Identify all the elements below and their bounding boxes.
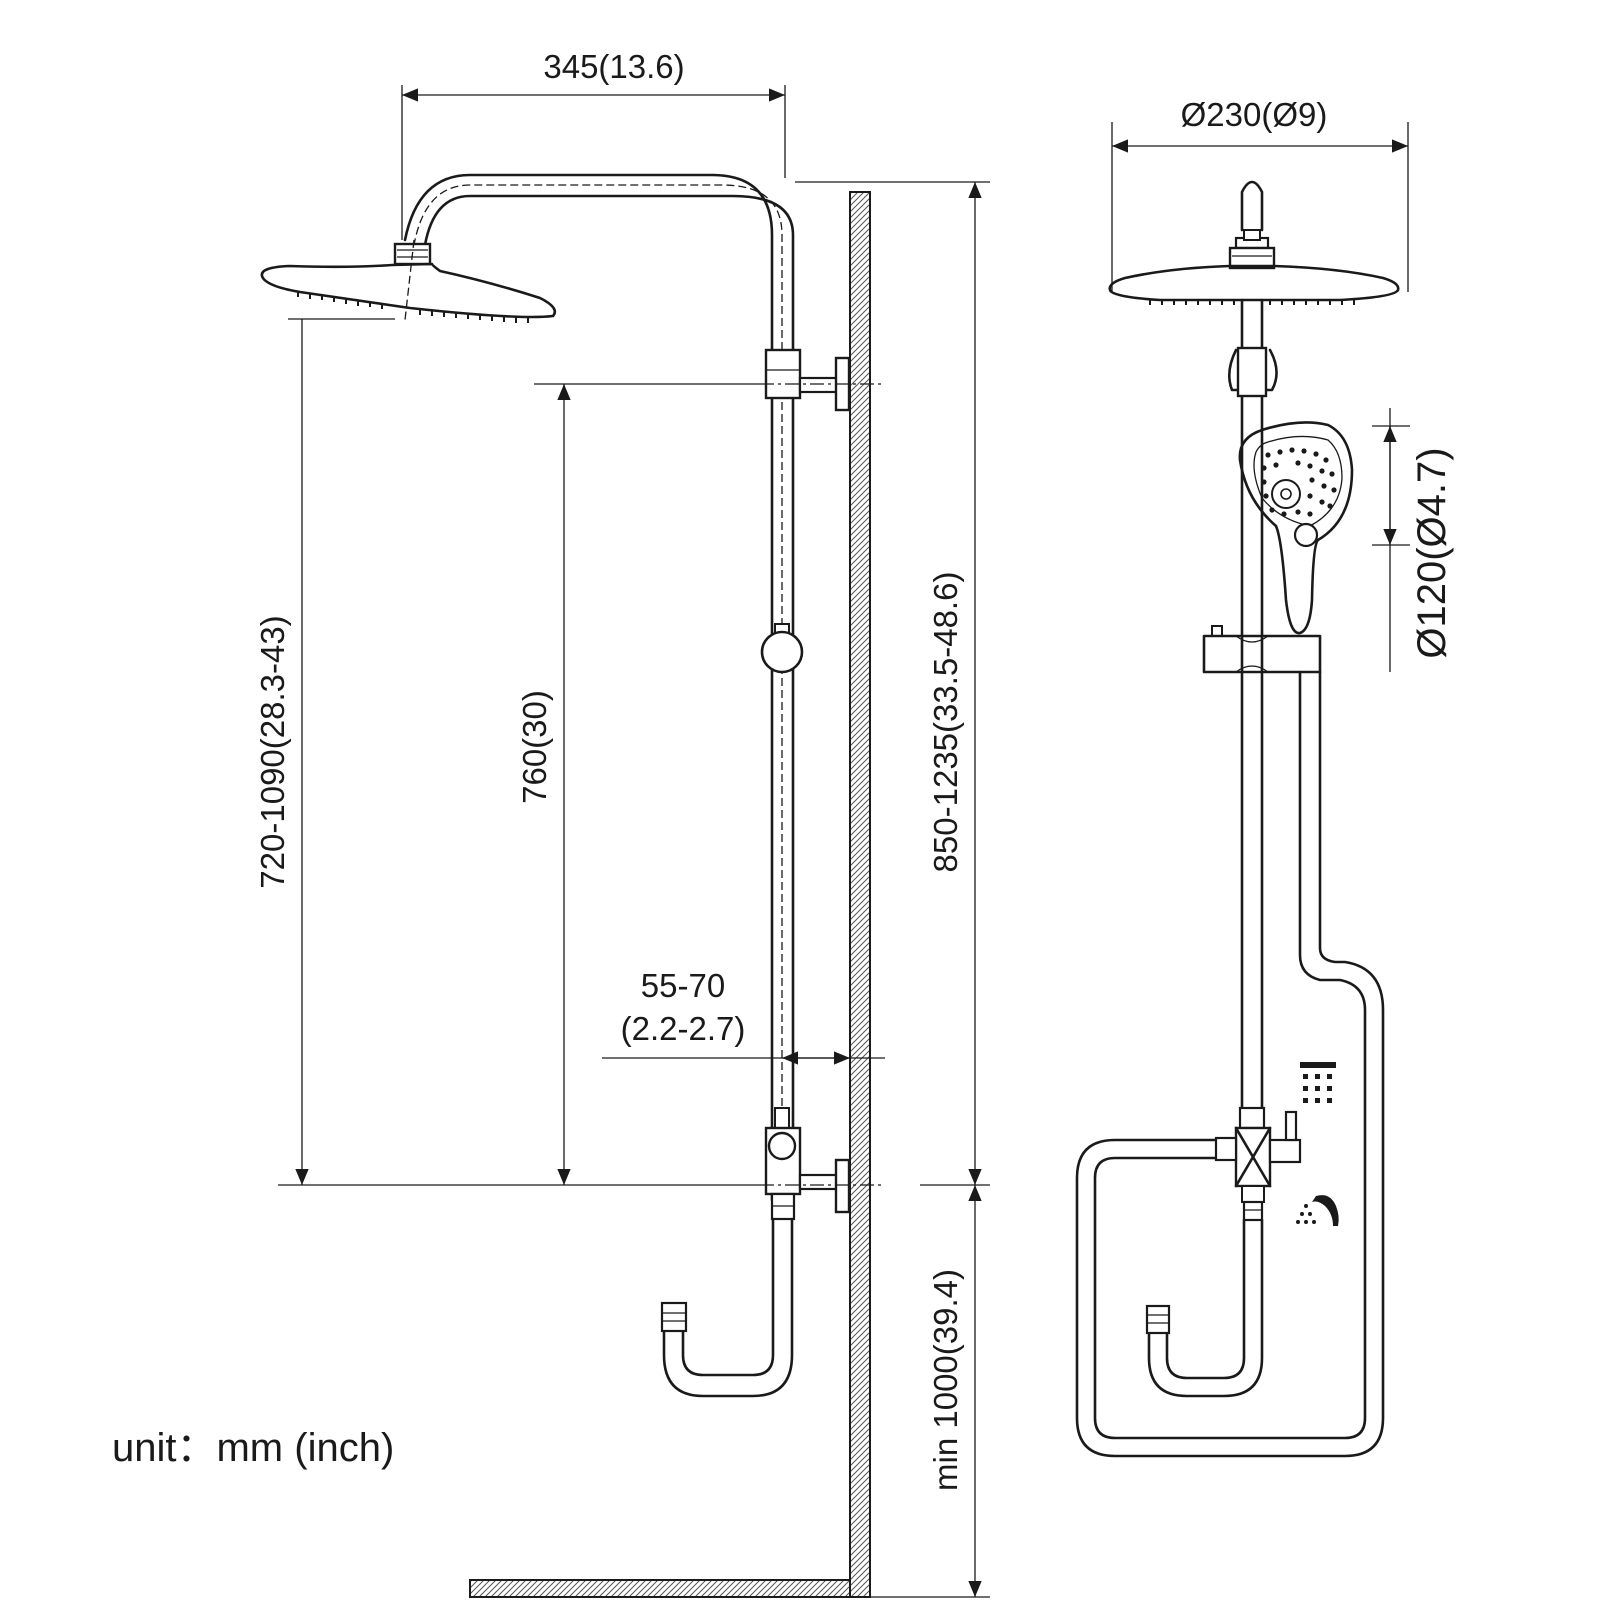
- head-diameter-label: Ø230(Ø9): [1181, 96, 1328, 133]
- riser-pipe: [403, 173, 774, 1202]
- rain-shower-head-front: [1108, 264, 1400, 302]
- rain-shower-icon: [1300, 1062, 1336, 1103]
- shower-nozzles: [297, 291, 529, 323]
- head-height-label: 720-1090(28.3-43): [254, 615, 291, 888]
- diverter-front: [1214, 1106, 1302, 1222]
- unit-note: unit：mm (inch): [112, 1426, 394, 1470]
- overall-height-label: 850-1235(33.5-48.6): [927, 572, 964, 873]
- handshower-diameter-label: Ø120(Ø4.7): [1410, 447, 1454, 658]
- hand-shower-nozzles: [1261, 447, 1337, 517]
- diverter-valve: [764, 1107, 851, 1221]
- bracket-spacing-label: 760(30): [516, 690, 553, 804]
- riser-pipe-inner: [423, 194, 795, 1202]
- arm-width-label: 345(13.6): [543, 48, 684, 85]
- upper-wall-bracket: [764, 348, 851, 412]
- wall-offset-in-label: (2.2-2.7): [621, 1010, 746, 1047]
- floor: [469, 1579, 851, 1598]
- hand-shower: [1238, 421, 1354, 635]
- riser-centerline: [413, 184, 783, 1190]
- riser-pipe-front: [1240, 298, 1264, 1110]
- rain-shower-head: [260, 262, 557, 319]
- hand-shower-icon: [1296, 1195, 1339, 1226]
- wall: [849, 191, 871, 1598]
- front-view: Ø230(Ø9) Ø120(Ø4.7): [1075, 96, 1454, 1458]
- floor-clearance-label: min 1000(39.4): [927, 1269, 964, 1491]
- shower-hose: [681, 1217, 775, 1377]
- hand-shower-hose: [1093, 670, 1367, 1440]
- slider-knob: [760, 623, 804, 674]
- hose-nut: [660, 1301, 688, 1333]
- wall-offset-mm-label: 55-70: [641, 967, 725, 1004]
- side-view: 345(13.6) 720-1090(28.3-43) 760(30) 850-…: [112, 48, 990, 1598]
